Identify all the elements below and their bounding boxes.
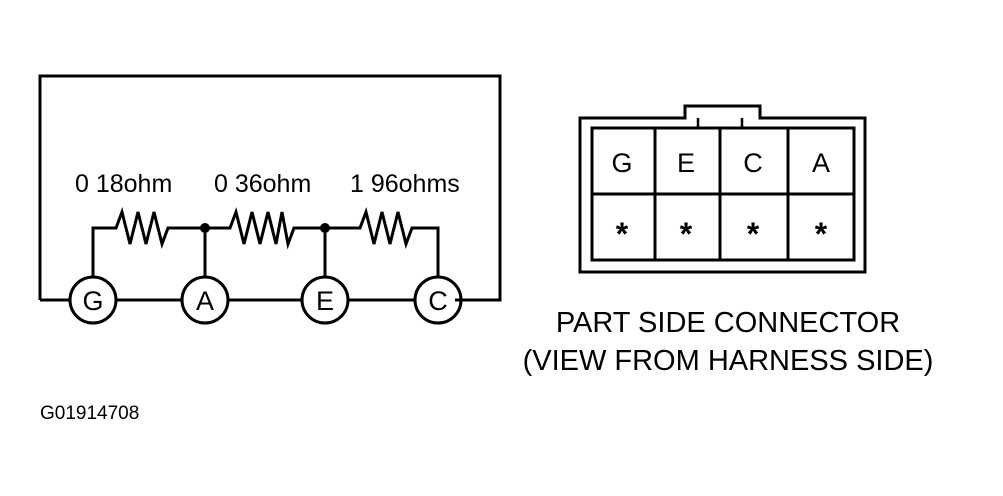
connector-caption-line1: PART SIDE CONNECTOR <box>556 307 900 339</box>
resistor-1-zigzag <box>108 206 205 250</box>
connector-cavity-1-mark: * <box>616 216 629 252</box>
connector-housing <box>578 104 867 274</box>
connector-caption-line2: (VIEW FROM HARNESS SIDE) <box>523 345 934 377</box>
resistance-circuit: 0 18ohm 0 36ohm 1 96ohms G A E C <box>38 74 502 325</box>
terminal-c: C <box>413 275 463 325</box>
outer-loop-wire <box>38 74 502 302</box>
terminal-e: E <box>300 275 350 325</box>
wire-c-tap <box>425 226 440 277</box>
figure-id: G01914708 <box>40 403 139 424</box>
junction-dot-e <box>320 223 330 233</box>
connector-pin-3-label: C <box>743 148 763 178</box>
terminal-g: G <box>68 275 118 325</box>
resistor-3-zigzag <box>325 206 425 250</box>
connector-cavity-3-mark: * <box>747 216 760 252</box>
connector-pin-4-label: A <box>812 148 830 178</box>
connector-cavity-4-mark: * <box>815 216 828 252</box>
resistor-label-1: 0 18ohm <box>75 170 172 198</box>
resistor-label-3: 1 96ohms <box>350 170 460 198</box>
resistor-2-zigzag <box>205 206 325 250</box>
connector-cavity-2-mark: * <box>680 216 693 252</box>
terminal-a: A <box>180 275 230 325</box>
connector-pin-1-label: G <box>611 148 632 178</box>
wire-g-tap <box>91 226 108 277</box>
connector-pin-2-label: E <box>677 148 695 178</box>
terminal-a-label: A <box>196 286 214 316</box>
resistor-label-2: 0 36ohm <box>214 170 311 198</box>
junction-dot-a <box>200 223 210 233</box>
terminal-c-label: C <box>428 286 448 316</box>
terminal-g-label: G <box>82 286 103 316</box>
terminal-e-label: E <box>316 286 334 316</box>
part-side-connector: G E C A * * * * PART SIDE CONNECTOR (VIE… <box>523 104 934 377</box>
